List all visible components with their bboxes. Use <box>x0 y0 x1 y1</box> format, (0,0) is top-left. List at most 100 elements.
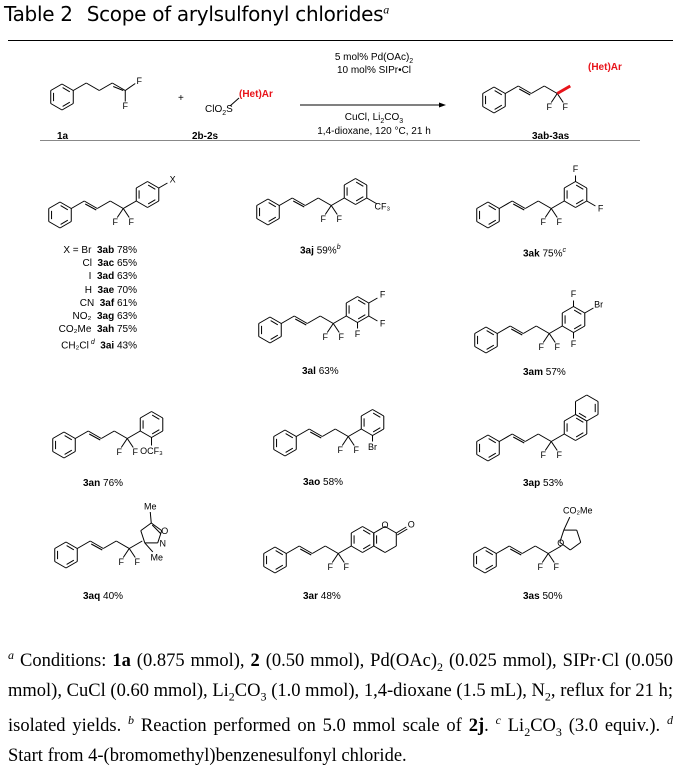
bond <box>103 540 117 549</box>
ester-label: CO₂Me <box>563 505 593 515</box>
bond <box>309 428 323 437</box>
bond <box>338 545 352 554</box>
bond <box>149 511 152 524</box>
bond <box>312 545 326 554</box>
ring-bond <box>263 546 276 554</box>
ring-bond <box>586 394 599 402</box>
double-bond <box>295 318 307 326</box>
ring-bond <box>484 566 497 574</box>
ring-bond <box>487 201 500 209</box>
bond <box>331 197 345 206</box>
ring-bond <box>487 454 500 462</box>
series-row: H 3ae 70% <box>84 284 137 296</box>
aromatic-bond <box>147 184 156 190</box>
bond <box>77 540 91 549</box>
fluorine-label: F <box>321 214 327 224</box>
ring-bond <box>493 106 506 114</box>
double-bond <box>511 328 523 336</box>
ring-bond <box>50 83 63 91</box>
ring-bond <box>559 529 565 543</box>
ring-bond <box>569 541 582 551</box>
fluorine-label: F <box>541 217 547 227</box>
aromatic-bond <box>285 447 294 453</box>
fluorine-label: F <box>323 332 329 342</box>
bond <box>368 297 378 304</box>
bond <box>538 433 552 442</box>
bond <box>292 197 306 206</box>
aromatic-bond <box>60 205 69 211</box>
ring-bond <box>344 197 356 205</box>
bond <box>320 315 334 324</box>
bond <box>296 428 310 437</box>
bond <box>326 323 334 333</box>
ring-bond <box>362 545 375 553</box>
series-row: CH₂Cl d 3ai 43% <box>61 339 137 352</box>
fluorine-label: F <box>539 342 545 352</box>
fluorine-label: F <box>137 76 143 86</box>
bond <box>544 85 558 94</box>
ring-bond <box>61 103 74 111</box>
fluorine-label: F <box>354 445 360 455</box>
ring-bond <box>573 306 586 314</box>
ring-bond <box>384 526 397 534</box>
bond <box>281 315 295 324</box>
ring-bond <box>564 414 576 422</box>
ring-bond <box>373 545 386 553</box>
bond <box>324 205 332 215</box>
reactant2-label: 2b-2s <box>192 131 219 142</box>
bond <box>512 200 526 209</box>
bond <box>294 315 308 324</box>
bond <box>325 545 339 554</box>
compound-label: 3ar 48% <box>303 591 341 602</box>
ring-bond <box>575 433 588 441</box>
aromatic-bond <box>362 544 371 550</box>
fluorine-label: F <box>119 557 125 567</box>
aromatic-bond <box>275 550 284 556</box>
aromatic-bond <box>64 449 73 455</box>
bond <box>229 97 240 107</box>
substituent-series-list: X = Br 3ab 78%Cl 3ac 65%I 3ad 63%H 3ae 7… <box>40 244 137 353</box>
ring-bond <box>487 434 500 442</box>
bond <box>73 82 87 91</box>
series-row: NO₂ 3ag 63% <box>72 311 137 323</box>
bond <box>307 315 321 324</box>
bond <box>332 323 340 333</box>
aromatic-bond <box>485 564 494 570</box>
ring-bond <box>284 429 297 437</box>
aromatic-bond <box>62 101 71 107</box>
ring-bond <box>284 449 297 457</box>
bond <box>122 548 130 558</box>
ring-bond <box>54 561 67 569</box>
bond <box>518 85 532 94</box>
aromatic-bond <box>575 184 584 190</box>
bond <box>112 82 126 91</box>
ring-bond <box>151 430 164 438</box>
ring-bond <box>48 201 61 209</box>
aromatic-bond <box>270 320 279 326</box>
bond <box>335 428 349 437</box>
double-bond <box>513 436 525 444</box>
fluorine-label: F <box>328 562 334 572</box>
fluorine-label: F <box>113 217 119 227</box>
conditions-solvent: 1,4-dioxane, 120 °C, 21 h <box>317 126 431 137</box>
bond <box>525 433 539 442</box>
bond <box>88 430 102 439</box>
ring-bond <box>562 306 574 314</box>
ring-bond <box>258 316 271 324</box>
ring-bond <box>351 526 363 534</box>
ring-bond <box>474 326 487 334</box>
bond <box>551 200 565 209</box>
ring-bond <box>151 411 164 419</box>
ring-bond <box>346 315 358 323</box>
aromatic-bond <box>488 205 497 211</box>
bond <box>90 540 104 549</box>
double-bond <box>513 203 525 211</box>
aromatic-bond <box>60 219 69 225</box>
ring-bond <box>136 200 148 208</box>
aromatic-bond <box>486 344 495 350</box>
bond <box>510 325 524 334</box>
ring-bond <box>575 181 588 189</box>
ring-bond <box>140 530 146 544</box>
bond <box>129 540 143 549</box>
aromatic-bond <box>357 314 366 320</box>
